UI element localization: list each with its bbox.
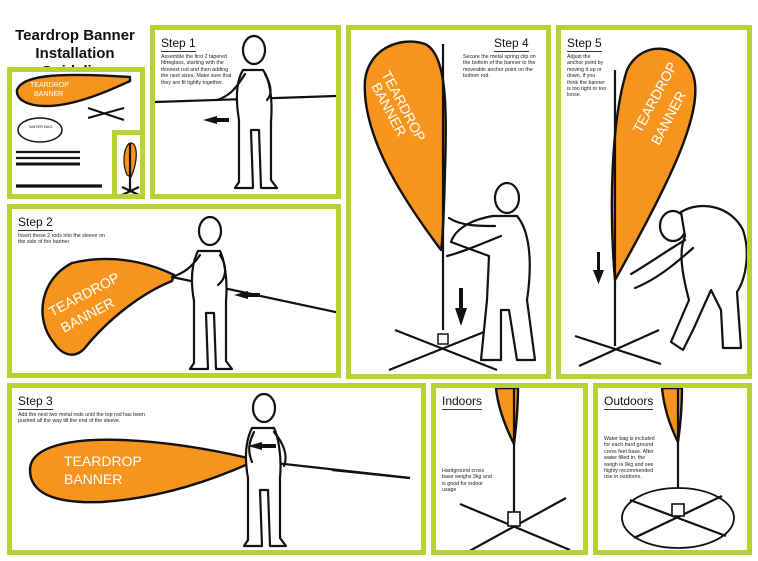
flag-part bbox=[15, 73, 132, 108]
indoors-illustration bbox=[459, 388, 571, 550]
step1-heading: Step 1 bbox=[161, 36, 196, 52]
guide-title-line1: Teardrop Banner bbox=[15, 27, 135, 44]
parts-flag-text-1: TEARDROP bbox=[30, 82, 69, 89]
step2-panel: Step 2 Insert these 2 rods into the slee… bbox=[7, 204, 341, 378]
adjust-arrow-icon bbox=[593, 252, 604, 284]
indoors-panel: Indoors Hardground cross base weighs 3kg… bbox=[431, 383, 588, 555]
banner-flag bbox=[363, 40, 448, 252]
mini-banner-illustration bbox=[121, 142, 140, 194]
step3-flag-text-1: TEARDROP bbox=[64, 453, 142, 469]
metal-rod bbox=[331, 468, 411, 480]
banner-flag bbox=[610, 47, 697, 282]
step5-heading: Step 5 bbox=[567, 36, 602, 52]
step4-illustration: TEARDROP BANNER bbox=[363, 40, 537, 372]
banner-flag bbox=[28, 438, 250, 504]
person-figure bbox=[170, 215, 234, 371]
cross-base bbox=[629, 495, 727, 539]
push-arrow-icon bbox=[248, 442, 276, 450]
indoors-heading: Indoors bbox=[442, 394, 483, 410]
mini-banner-panel bbox=[112, 130, 145, 199]
step2-heading: Step 2 bbox=[18, 215, 53, 231]
step5-panel: Step 5 Adjust the anchor point by moving… bbox=[556, 25, 752, 379]
outdoors-illustration bbox=[621, 388, 735, 549]
step4-panel: Step 4 Secure the metal spring clip on t… bbox=[346, 25, 551, 379]
banner-flag bbox=[41, 257, 176, 356]
base-hub bbox=[671, 503, 685, 517]
outdoors-description: Water bag is included for each hard grou… bbox=[604, 436, 655, 481]
cross-base bbox=[574, 328, 662, 368]
parts-panel: TEARDROP BANNER WATER BAG bbox=[7, 67, 145, 199]
step1-description: Assemble the first 2 tapered fibreglass,… bbox=[161, 54, 232, 86]
parts-flag-text-2: BANNER bbox=[34, 91, 63, 98]
step1-panel: Step 1 Assemble the first 2 tapered fibr… bbox=[150, 25, 341, 199]
rods-part bbox=[16, 150, 102, 188]
step4-heading: Step 4 bbox=[494, 36, 529, 52]
step2-description: Insert these 2 rods into the sleeve on t… bbox=[18, 233, 105, 246]
parts-illustration: TEARDROP BANNER WATER BAG bbox=[15, 73, 132, 188]
person-figure bbox=[242, 392, 288, 548]
base-hub bbox=[437, 333, 449, 345]
person-figure bbox=[445, 181, 537, 362]
step5-illustration: TEARDROP BANNER bbox=[574, 47, 747, 368]
outdoors-heading: Outdoors bbox=[604, 394, 654, 410]
cross-base-part bbox=[87, 106, 125, 122]
indoors-description: Hardground cross base weighs 3kg and is … bbox=[442, 468, 492, 494]
step2-illustration: TEARDROP BANNER bbox=[41, 215, 336, 371]
step3-flag-text-2: BANNER bbox=[64, 471, 122, 487]
person-figure bbox=[215, 34, 279, 190]
step3-description: Add the next two metal rods until the to… bbox=[18, 412, 145, 425]
push-arrow-icon bbox=[203, 116, 229, 124]
person-figure bbox=[629, 204, 747, 352]
step5-description: Adjust the anchor point by moving it up … bbox=[567, 54, 607, 99]
step3-illustration: TEARDROP BANNER bbox=[28, 392, 411, 548]
step3-heading: Step 3 bbox=[18, 394, 53, 410]
base-hub bbox=[507, 511, 521, 527]
water-bag-part bbox=[17, 117, 63, 143]
outdoors-panel: Outdoors Water bag is included for each … bbox=[593, 383, 752, 555]
water-bag-label: WATER BAG bbox=[29, 124, 53, 129]
step4-description: Secure the metal spring clip on the bott… bbox=[463, 54, 536, 80]
push-arrow-icon bbox=[234, 291, 260, 299]
cross-base bbox=[388, 324, 500, 372]
down-arrow-icon bbox=[455, 288, 467, 326]
step1-illustration bbox=[155, 34, 336, 190]
step3-panel: Step 3 Add the next two metal rods until… bbox=[7, 383, 426, 555]
